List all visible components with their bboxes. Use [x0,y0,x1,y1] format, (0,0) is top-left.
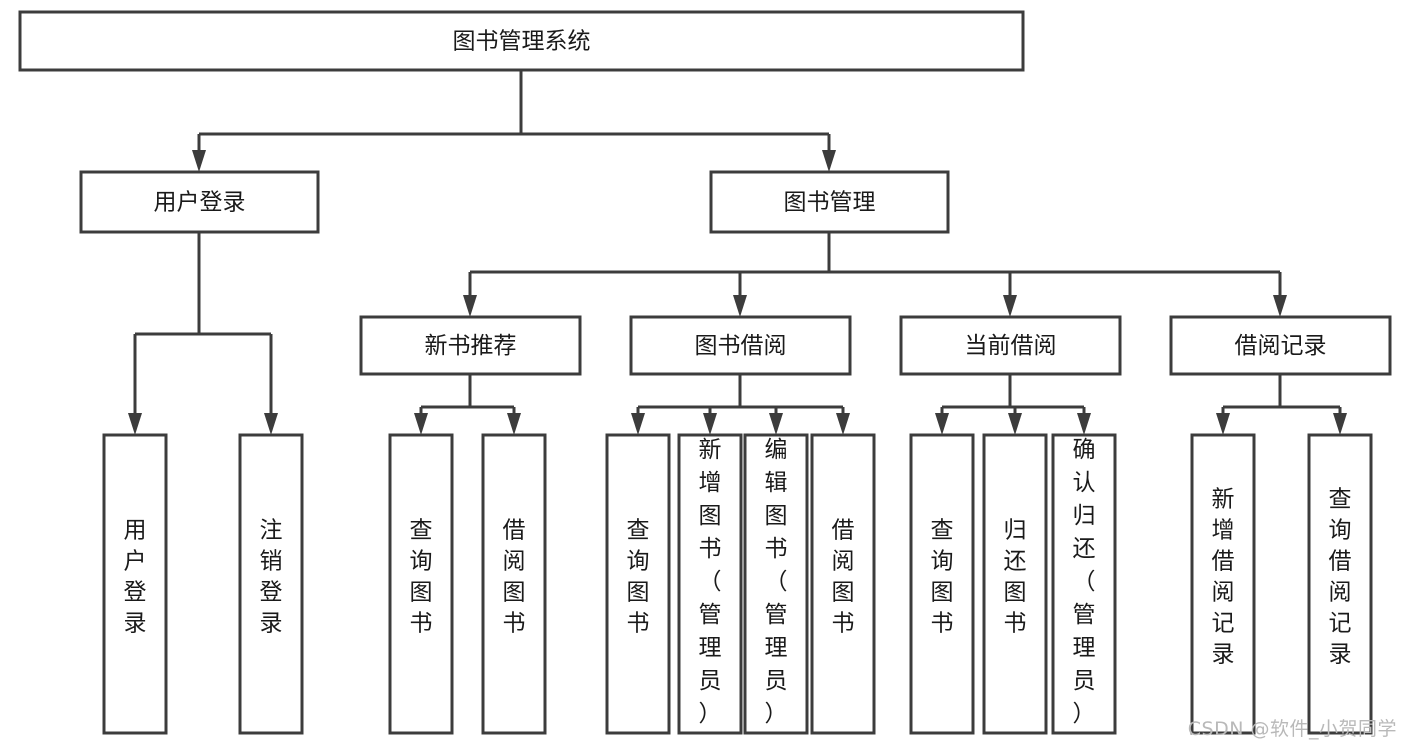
arrow-head-2 [769,413,783,435]
arrow-head-3 [1273,295,1287,317]
root-box[interactable] [18,10,1025,72]
nodes-layer: 图书管理系统用户登录图书管理新书推荐图书借阅当前借阅借阅记录用户登录注销登录查询… [18,10,1392,735]
connector-new-book-recommend-to-leaves [414,374,521,435]
arrow-head-1 [264,413,278,435]
branch-box[interactable] [79,170,320,234]
connector-root-to-level2 [192,70,836,172]
leaf-label: 编辑图书（管理员） [765,437,788,727]
node-leaf-query-book-2[interactable]: 查询图书 [605,433,671,735]
leaf-box[interactable] [1190,433,1256,735]
arrow-head-0 [631,413,645,435]
connector-book-management-to-level3 [463,232,1287,317]
branch-label: 用户登录 [154,190,246,216]
branch-label: 图书管理 [784,190,876,216]
node-leaf-query-book-1[interactable]: 查询图书 [388,433,454,735]
leaf-box[interactable] [102,433,168,735]
branch-label: 新书推荐 [425,333,517,359]
branch-label: 借阅记录 [1235,333,1327,359]
node-leaf-borrow-book-1[interactable]: 借阅图书 [481,433,547,735]
node-leaf-return-book[interactable]: 归还图书 [982,433,1048,735]
leaf-label: 归还图书 [1004,518,1027,637]
node-book-management[interactable]: 图书管理 [709,170,950,234]
leaf-label: 查询借阅记录 [1329,487,1352,668]
arrow-head-1 [1008,413,1022,435]
branch-box[interactable] [709,170,950,234]
node-current-borrow[interactable]: 当前借阅 [899,315,1122,376]
arrow-head-2 [1003,295,1017,317]
leaf-label: 新增图书（管理员） [699,437,722,727]
connector-borrow-record-to-leaves [1216,374,1347,435]
connectors-layer [128,70,1347,435]
arrow-head-0 [935,413,949,435]
node-leaf-edit-book[interactable]: 编辑图书（管理员） [743,433,809,735]
arrow-head-0 [128,413,142,435]
connector-user-login-to-leaves [128,232,278,435]
arrow-head-0 [1216,413,1230,435]
node-leaf-confirm-return[interactable]: 确认归还（管理员） [1051,433,1117,735]
node-user-login[interactable]: 用户登录 [79,170,320,234]
arrow-head-1 [507,413,521,435]
node-book-borrow[interactable]: 图书借阅 [629,315,852,376]
arrow-head-1 [822,150,836,172]
leaf-box[interactable] [605,433,671,735]
node-borrow-record[interactable]: 借阅记录 [1169,315,1392,376]
arrow-head-0 [414,413,428,435]
leaf-box[interactable] [481,433,547,735]
leaf-box[interactable] [388,433,454,735]
leaf-label: 用户登录 [124,518,147,637]
arrow-head-3 [836,413,850,435]
leaf-label: 借阅图书 [832,518,855,637]
leaf-label: 注销登录 [260,518,283,637]
leaf-label: 查询图书 [931,518,954,637]
branch-label: 当前借阅 [965,333,1057,359]
branch-box[interactable] [1169,315,1392,376]
leaf-label: 新增借阅记录 [1212,487,1235,668]
arrow-head-1 [1333,413,1347,435]
leaf-box[interactable] [909,433,975,735]
node-new-book-recommend[interactable]: 新书推荐 [359,315,582,376]
node-leaf-add-borrow-record[interactable]: 新增借阅记录 [1190,433,1256,735]
leaf-label: 确认归还（管理员） [1073,437,1096,727]
leaf-box[interactable] [743,433,809,735]
leaf-box[interactable] [677,433,743,735]
branch-label: 图书借阅 [695,333,787,359]
leaf-label: 查询图书 [410,518,433,637]
leaf-box[interactable] [238,433,304,735]
node-leaf-add-book[interactable]: 新增图书（管理员） [677,433,743,735]
leaf-box[interactable] [810,433,876,735]
connector-book-borrow-to-leaves [631,374,850,435]
branch-box[interactable] [629,315,852,376]
arrow-head-0 [192,150,206,172]
arrow-head-2 [1077,413,1091,435]
node-leaf-user-login[interactable]: 用户登录 [102,433,168,735]
node-leaf-query-book-3[interactable]: 查询图书 [909,433,975,735]
node-leaf-query-borrow-record[interactable]: 查询借阅记录 [1307,433,1373,735]
connector-current-borrow-to-leaves [935,374,1091,435]
arrow-head-1 [703,413,717,435]
root-label: 图书管理系统 [453,29,591,55]
branch-box[interactable] [359,315,582,376]
arrow-head-0 [463,295,477,317]
arrow-head-1 [733,295,747,317]
leaf-box[interactable] [982,433,1048,735]
node-root[interactable]: 图书管理系统 [18,10,1025,72]
leaf-box[interactable] [1307,433,1373,735]
branch-box[interactable] [899,315,1122,376]
leaf-label: 借阅图书 [503,518,526,637]
node-leaf-borrow-book-2[interactable]: 借阅图书 [810,433,876,735]
leaf-box[interactable] [1051,433,1117,735]
node-leaf-logout-login[interactable]: 注销登录 [238,433,304,735]
leaf-label: 查询图书 [627,518,650,637]
